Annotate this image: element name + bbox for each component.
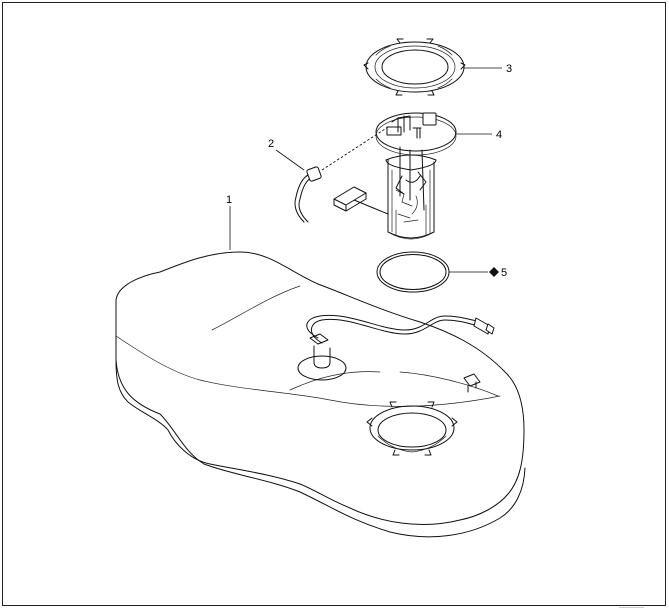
callout-3: 3 [506, 63, 512, 75]
callout-2: 2 [268, 138, 274, 150]
callout-1: 1 [226, 194, 232, 206]
fuel-tank [115, 251, 526, 538]
reference-code: ————— [619, 605, 644, 610]
tank-pump-opening [366, 401, 458, 456]
wiring-harness [294, 126, 389, 223]
seal-ring [376, 251, 450, 293]
callout-2-leader [275, 149, 305, 171]
diamond-icon [489, 267, 499, 277]
lock-ring [363, 38, 466, 96]
callout-4: 4 [496, 129, 502, 141]
fuel-pump-module [333, 112, 457, 240]
callout-5: 5 [501, 267, 507, 279]
tank-sender-opening [297, 333, 347, 381]
